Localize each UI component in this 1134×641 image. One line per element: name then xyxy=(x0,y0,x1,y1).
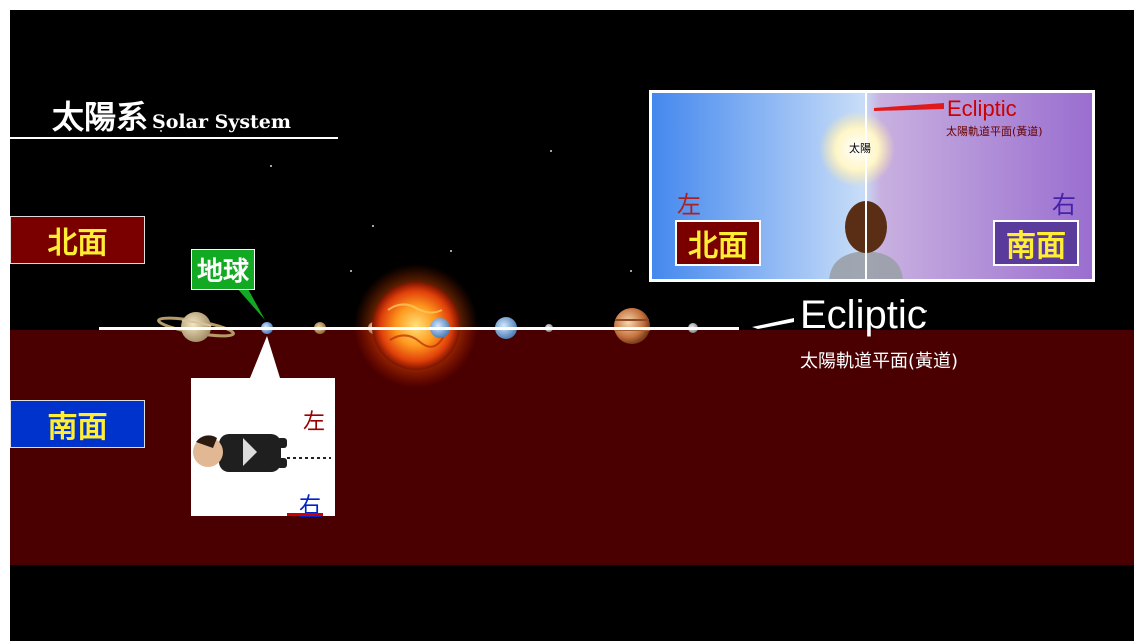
star xyxy=(350,270,352,272)
star xyxy=(160,130,162,132)
observer-right-label: 右 xyxy=(299,494,322,519)
star xyxy=(550,150,552,152)
inset-ecliptic-arrow xyxy=(874,103,944,111)
star xyxy=(630,270,632,272)
inset-ecliptic-subtitle: 太陽軌道平面(黃道) xyxy=(946,125,1043,138)
inset-sun-label: 太陽 xyxy=(849,142,871,155)
inset-south-face: 南面 xyxy=(993,220,1079,266)
observer-head xyxy=(193,437,223,467)
ecliptic-label: Ecliptic xyxy=(800,293,927,337)
star xyxy=(925,310,927,312)
title-underline xyxy=(10,137,338,139)
front-view-inset: Ecliptic 太陽軌道平面(黃道) 太陽 左 右 北面 南面 xyxy=(649,90,1095,282)
sun xyxy=(354,264,478,388)
earth-callout: 地球 xyxy=(191,249,256,290)
observer-left-label: 左 xyxy=(303,410,326,435)
star xyxy=(450,250,452,252)
north-face-tag: 北面 xyxy=(10,216,145,264)
observer-figure xyxy=(193,434,331,472)
ecliptic-line xyxy=(99,327,739,330)
observer-box: 左 右 xyxy=(191,378,335,519)
ecliptic-subtitle: 太陽軌道平面(黃道) xyxy=(800,351,959,372)
jupiter-planet xyxy=(614,308,650,344)
observer-right-underline xyxy=(287,513,323,516)
star xyxy=(270,165,272,167)
inset-sun xyxy=(819,111,895,187)
inset-divider xyxy=(865,93,867,279)
inset-left-label: 左 xyxy=(677,191,701,219)
inset-north-face: 北面 xyxy=(675,220,761,266)
inset-right-label: 右 xyxy=(1052,191,1076,219)
observer-box-pointer xyxy=(250,336,280,378)
star xyxy=(372,225,374,227)
title-english: Solar System xyxy=(152,111,291,133)
south-face-tag: 南面 xyxy=(10,400,145,448)
inset-ecliptic-label: Ecliptic xyxy=(947,96,1017,121)
title-chinese: 太陽系 xyxy=(52,98,149,136)
ecliptic-pointer xyxy=(752,318,794,329)
